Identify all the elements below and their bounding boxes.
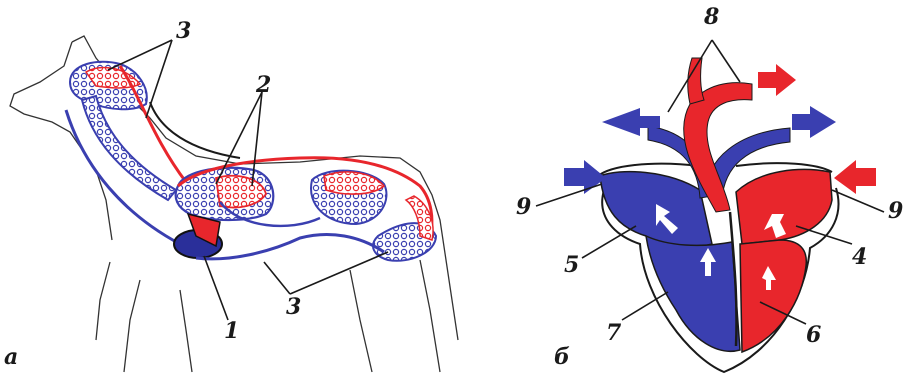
label-6: 6	[806, 324, 821, 346]
panel-b-letter: б	[554, 346, 570, 368]
label-5: 5	[564, 254, 579, 276]
label-1: 1	[224, 320, 239, 342]
heart-diagram	[536, 40, 884, 372]
vena-cava	[196, 234, 384, 258]
label-7: 7	[606, 322, 621, 344]
label-9-right: 9	[888, 200, 903, 222]
arrow-pulmonary-right	[792, 106, 836, 138]
right-ventricle	[646, 236, 740, 351]
label-8: 8	[704, 6, 719, 28]
label-2: 2	[256, 74, 271, 96]
label-3-bottom: 3	[286, 296, 301, 318]
arrow-aorta-out	[758, 64, 796, 96]
label-4: 4	[852, 246, 867, 268]
abdominal-arterial-part	[324, 172, 384, 194]
jugular-vein	[66, 110, 180, 244]
arrow-pulmonary-vein-in	[834, 160, 876, 194]
label-3-top: 3	[176, 20, 191, 42]
label-9-left: 9	[516, 196, 531, 218]
panel-a-letter: а	[4, 346, 18, 368]
